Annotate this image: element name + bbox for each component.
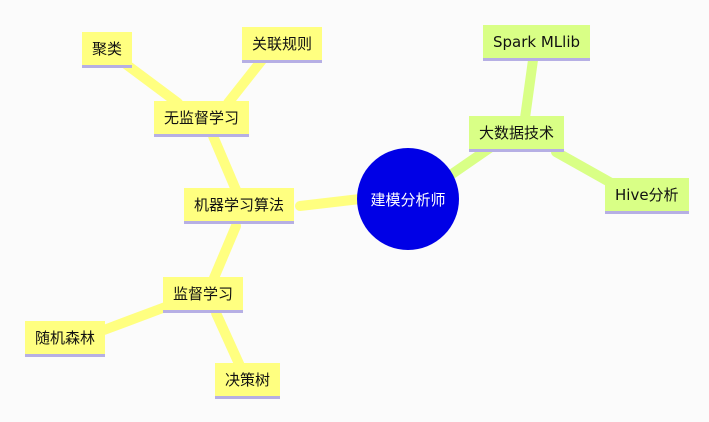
node-clustering-label: 聚类 <box>92 40 123 58</box>
node-hive-label: Hive分析 <box>615 186 679 204</box>
node-hive[interactable]: Hive分析 <box>605 178 689 214</box>
node-association-rules[interactable]: 关联规则 <box>242 27 323 63</box>
link-unsupervised-clustering <box>118 57 183 108</box>
node-random-forest[interactable]: 随机森林 <box>25 321 106 357</box>
root-node[interactable]: 建模分析师 <box>357 148 459 250</box>
node-supervised-label: 监督学习 <box>173 285 234 303</box>
node-unsupervised[interactable]: 无监督学习 <box>154 101 250 137</box>
node-decision-tree-label: 决策树 <box>225 371 271 389</box>
link-ml-unsupervised <box>208 131 241 195</box>
link-root-ml <box>295 194 365 211</box>
node-decision-tree[interactable]: 决策树 <box>215 363 281 399</box>
node-association-rules-label: 关联规则 <box>252 35 313 53</box>
root-node-label: 建模分析师 <box>370 190 446 209</box>
link-bigdata-spark <box>520 55 538 123</box>
link-unsupervised-association <box>223 55 267 108</box>
node-clustering[interactable]: 聚类 <box>82 32 133 68</box>
node-big-data[interactable]: 大数据技术 <box>469 116 565 152</box>
link-ml-supervised <box>209 221 241 283</box>
node-ml-algorithms[interactable]: 机器学习算法 <box>184 188 295 224</box>
node-unsupervised-label: 无监督学习 <box>164 109 240 127</box>
node-spark-mllib[interactable]: Spark MLlib <box>483 25 591 61</box>
link-supervised-forest <box>99 301 173 335</box>
link-bigdata-hive <box>551 147 618 189</box>
node-spark-mllib-label: Spark MLlib <box>493 32 581 51</box>
node-random-forest-label: 随机森林 <box>35 329 96 347</box>
link-supervised-tree <box>211 308 245 371</box>
node-big-data-label: 大数据技术 <box>479 124 555 142</box>
node-ml-algorithms-label: 机器学习算法 <box>194 196 285 214</box>
node-supervised[interactable]: 监督学习 <box>163 277 244 313</box>
